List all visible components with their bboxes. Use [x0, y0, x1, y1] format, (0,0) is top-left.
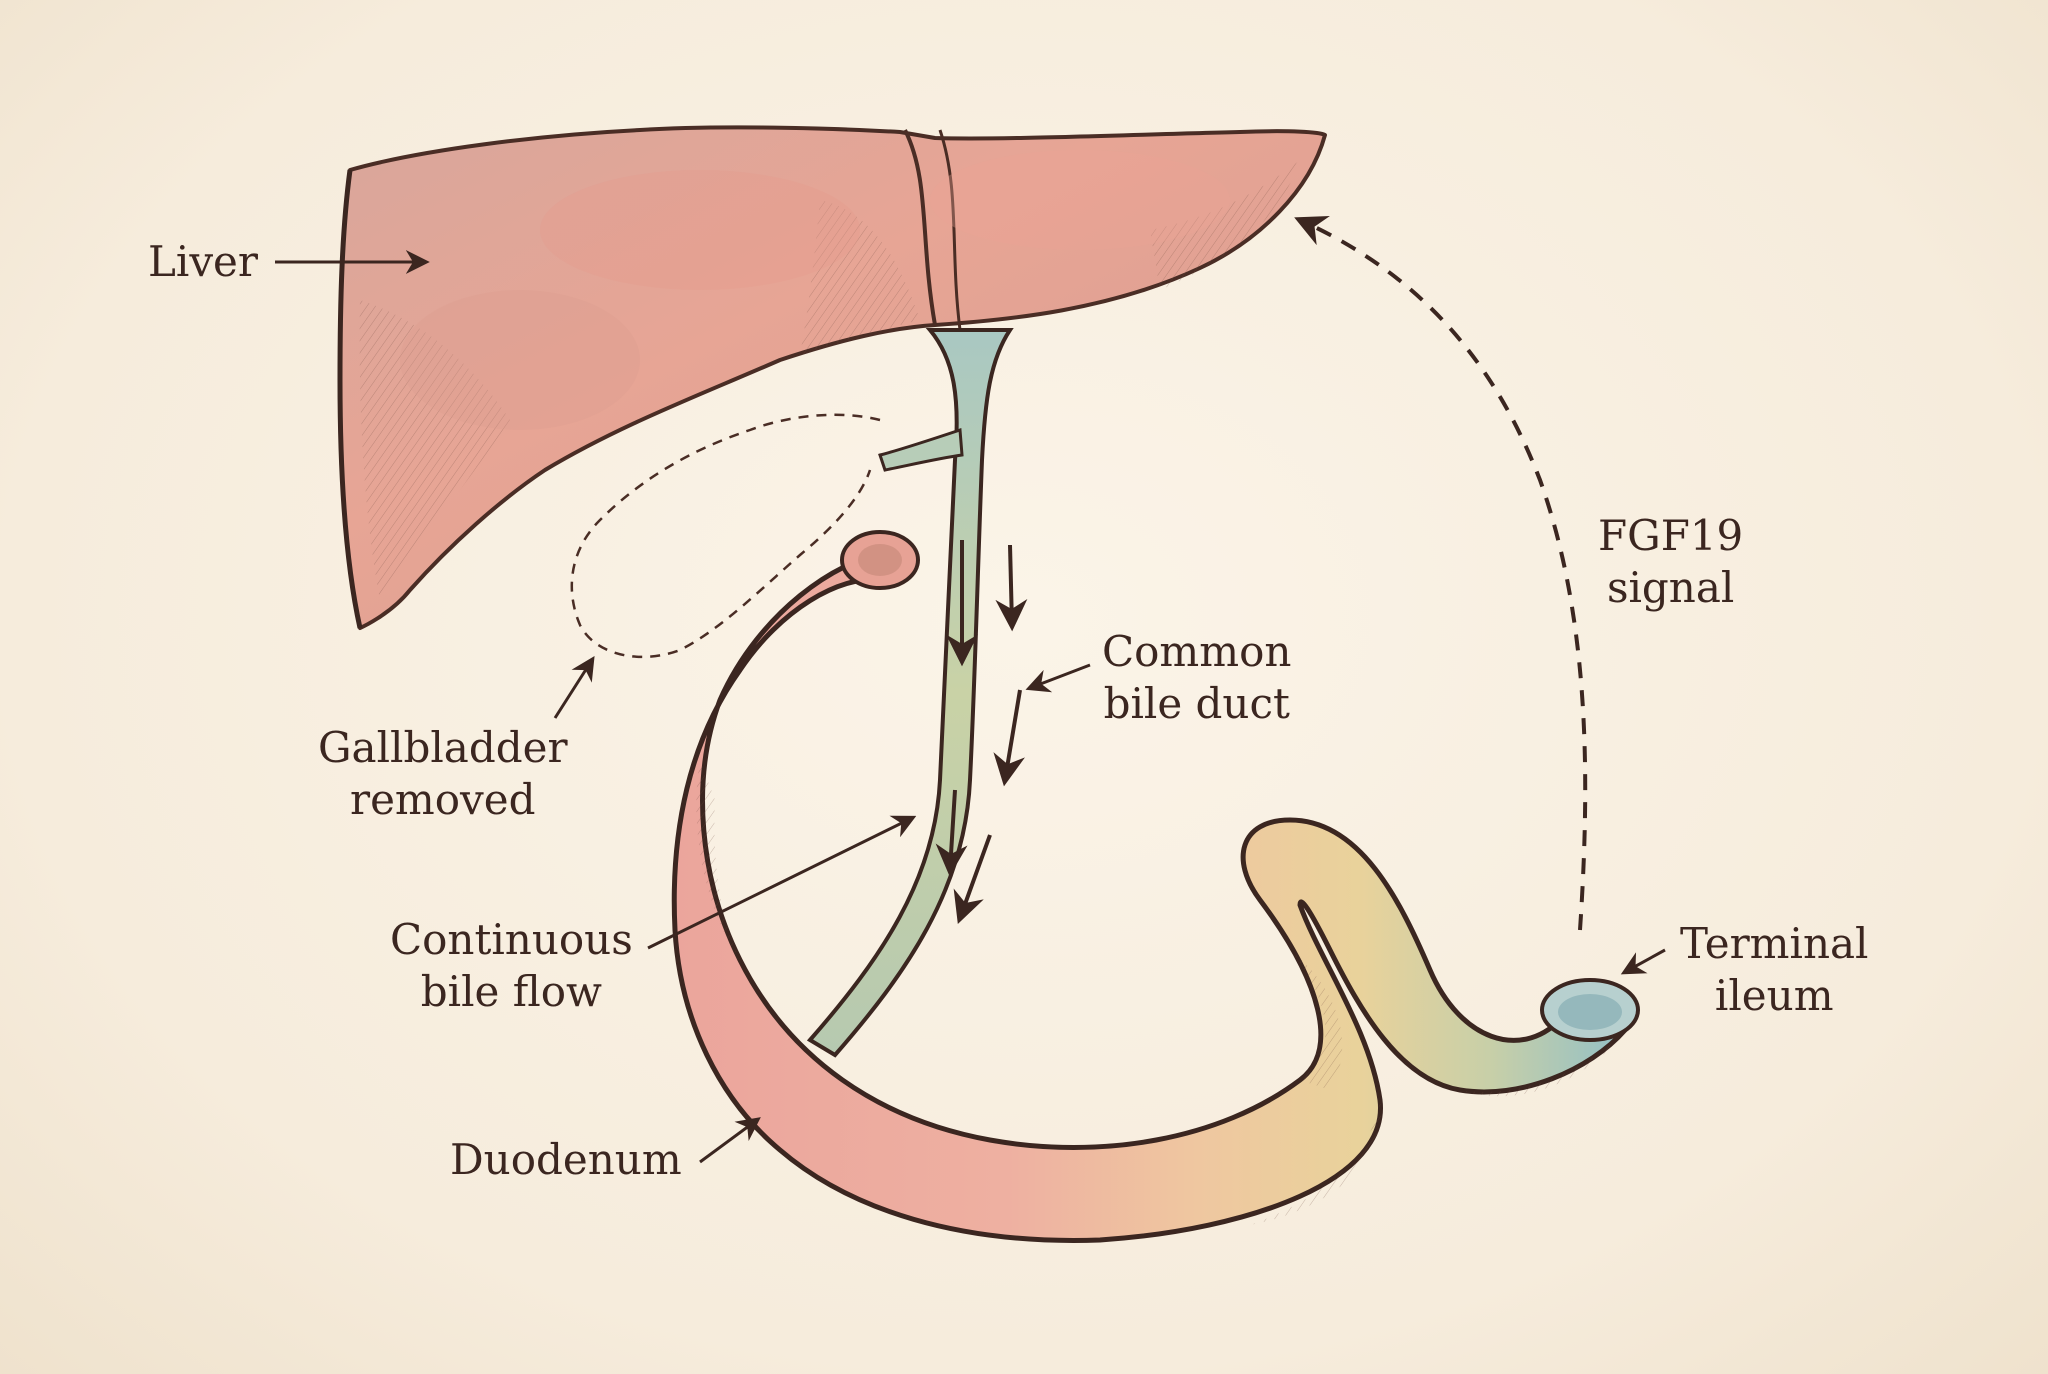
bile-flow-arrows [935, 540, 1028, 925]
gallbladder-removed-label: Gallbladder removed [318, 723, 568, 824]
common-bile-duct-label: Common bile duct [1102, 627, 1292, 728]
terminal-ileum-label: Terminal ileum [1680, 919, 1869, 1020]
liver-shape [337, 125, 1327, 630]
common-bile-duct [806, 328, 1014, 1058]
fgf19-signal-label: FGF19 signal [1598, 511, 1744, 612]
liver-label: Liver [148, 237, 258, 286]
intestine-shape [671, 530, 1640, 1243]
gallbladder-pointer [553, 655, 595, 719]
fgf19-signal-arrow [1294, 216, 1588, 931]
bile-flow-pointer [647, 815, 917, 950]
terminal-ileum-pointer [1620, 948, 1666, 975]
gallbladder-removed-outline [570, 413, 881, 659]
duodenum-label: Duodenum [450, 1135, 682, 1184]
duodenum-pointer [699, 1117, 761, 1164]
common-bile-duct-pointer [1025, 663, 1091, 693]
continuous-bile-flow-label: Continuous bile flow [390, 915, 633, 1016]
